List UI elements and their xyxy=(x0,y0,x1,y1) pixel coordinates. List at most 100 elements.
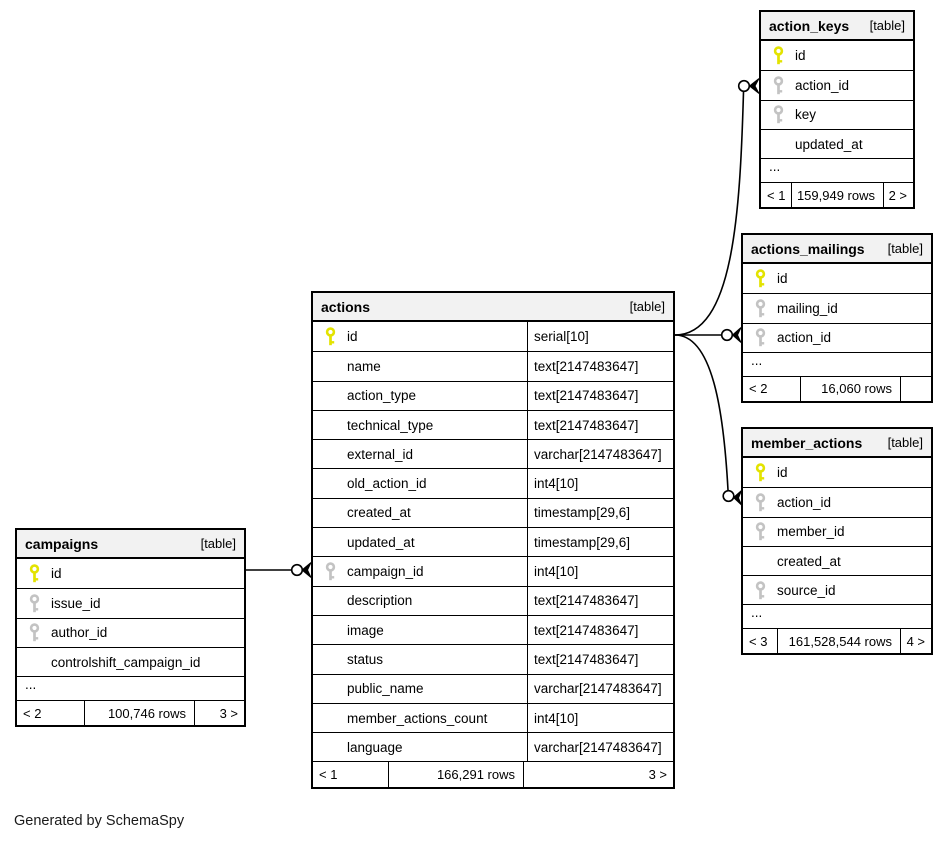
table-name: campaigns xyxy=(25,535,99,552)
foreign-key-icon xyxy=(773,105,784,124)
table-header: actions[table] xyxy=(313,293,673,322)
column-name: id xyxy=(51,566,62,582)
column-name: campaign_id xyxy=(347,564,424,580)
column-name: created_at xyxy=(347,505,411,521)
column-name: name xyxy=(347,358,381,374)
primary-key-icon xyxy=(755,463,766,482)
table-name: member_actions xyxy=(751,434,863,451)
column-type: int4[10] xyxy=(527,703,673,733)
more-columns-row: ... xyxy=(17,676,244,700)
relationship-actions-to-member-actions xyxy=(674,334,742,506)
children-pager: 3 > xyxy=(194,701,244,726)
table-kind-badge: [table] xyxy=(869,18,905,33)
key-icon-cell xyxy=(761,105,795,124)
children-pager xyxy=(900,376,931,401)
children-pager: 3 > xyxy=(523,762,673,788)
column-name: description xyxy=(347,593,413,609)
column-row: issue_id xyxy=(17,588,244,617)
crow-foot-icon xyxy=(732,490,742,506)
column-row: action_id xyxy=(761,70,913,99)
column-row: controlshift_campaign_id xyxy=(17,646,244,676)
column-row: author_id xyxy=(17,617,244,647)
column-row: action_id xyxy=(743,487,931,516)
foreign-key-icon xyxy=(29,594,40,613)
parents-pager: < 1 xyxy=(767,187,786,203)
more-columns-row: ... xyxy=(743,351,931,376)
column-name: technical_type xyxy=(347,417,434,433)
parents-pager: < 2 xyxy=(23,705,42,721)
column-name: action_id xyxy=(795,77,850,93)
foreign-key-icon xyxy=(755,522,766,541)
column-name: old_action_id xyxy=(347,476,427,492)
relationship-campaigns-to-actions xyxy=(246,562,312,578)
table-columns: id issue_id author_id controlshift_campaign… xyxy=(17,559,244,700)
table-name: actions_mailings xyxy=(751,240,865,257)
key-icon-cell xyxy=(313,327,347,346)
foreign-key-icon xyxy=(755,299,766,318)
column-row: id xyxy=(743,264,931,293)
column-name: id xyxy=(795,48,806,64)
column-name: external_id xyxy=(347,446,414,462)
foreign-key-icon xyxy=(755,328,766,347)
column-type: text[2147483647] xyxy=(527,645,673,674)
column-name: id xyxy=(347,329,358,345)
column-type: timestamp[29,6] xyxy=(527,498,673,528)
column-row: id xyxy=(761,41,913,70)
column-name: key xyxy=(795,107,817,123)
column-row: id xyxy=(743,458,931,487)
key-icon-cell xyxy=(743,581,777,600)
column-type: varchar[2147483647] xyxy=(527,733,673,762)
foreign-key-icon xyxy=(29,623,40,642)
more-columns-row: ... xyxy=(743,604,931,628)
column-name: issue_id xyxy=(51,595,101,611)
column-name: language xyxy=(347,739,403,755)
column-name: created_at xyxy=(777,553,841,569)
relationship-line xyxy=(674,334,729,491)
primary-key-icon xyxy=(325,327,336,346)
column-row: source_id xyxy=(743,575,931,604)
column-name: source_id xyxy=(777,582,836,598)
row-count: 166,291 rows xyxy=(388,762,523,788)
key-icon-cell xyxy=(743,328,777,347)
crow-foot-icon xyxy=(748,78,760,94)
parents-pager: < 3 xyxy=(749,633,768,649)
table-name: action_keys xyxy=(769,17,850,34)
column-type: text[2147483647] xyxy=(527,586,673,615)
column-type: varchar[2147483647] xyxy=(527,440,673,469)
column-name: member_actions_count xyxy=(347,710,488,726)
key-icon-cell xyxy=(313,562,347,581)
key-icon-cell xyxy=(743,493,777,512)
column-name: author_id xyxy=(51,625,108,641)
key-icon-cell xyxy=(743,522,777,541)
column-type: serial[10] xyxy=(527,322,673,352)
key-icon-cell xyxy=(743,299,777,318)
table-actions[interactable]: actions[table] id serial[10] name text[21474… xyxy=(311,291,675,790)
ellipsis-label: ... xyxy=(25,677,37,693)
table-name: actions xyxy=(321,298,371,315)
foreign-key-icon xyxy=(773,76,784,95)
column-row: updated_at xyxy=(761,128,913,158)
column-row: mailing_id xyxy=(743,293,931,322)
relationship-actions-to-actions-mailings xyxy=(675,327,742,343)
ellipsis-label: ... xyxy=(751,605,763,621)
key-icon-cell xyxy=(743,269,777,288)
table-header: member_actions[table] xyxy=(743,429,931,458)
column-row: created_at xyxy=(743,545,931,575)
row-count: 100,746 rows xyxy=(84,701,194,726)
zero-or-one-circle-icon xyxy=(722,489,735,503)
foreign-key-icon xyxy=(325,562,336,581)
column-row: member_id xyxy=(743,516,931,546)
